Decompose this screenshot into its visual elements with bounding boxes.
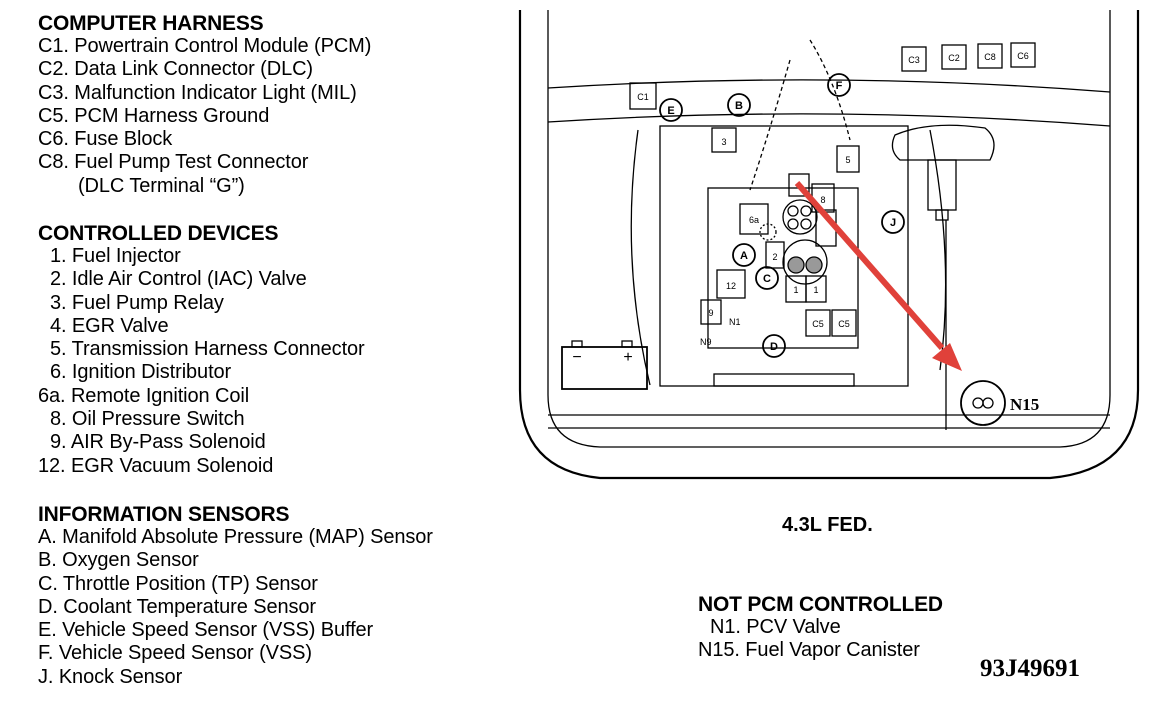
label-c1: C1 xyxy=(637,92,649,102)
vss-buffer-sensor xyxy=(659,98,683,122)
vehicle-speed-sensor xyxy=(827,73,851,97)
section-heading: CONTROLLED DEVICES xyxy=(38,222,279,245)
label-3: 3 xyxy=(721,137,726,147)
list-item: 5. Transmission Harness Connector xyxy=(50,338,365,361)
remote-ignition-coil xyxy=(739,203,769,235)
connector-c2 xyxy=(941,44,967,70)
air-duct xyxy=(891,124,995,161)
connector-c6 xyxy=(1010,42,1036,68)
fuel-vapor-canister xyxy=(960,380,1006,426)
pointer-arrow xyxy=(794,181,945,350)
list-item: C. Throttle Position (TP) Sensor xyxy=(38,572,318,595)
list-item: A. Manifold Absolute Pressure (MAP) Sens… xyxy=(38,526,433,548)
label-e: E xyxy=(667,105,674,117)
label-c3: C3 xyxy=(908,55,920,65)
label-n9: N9 xyxy=(700,337,712,347)
label-c: C xyxy=(763,273,771,285)
list-item: C2. Data Link Connector (DLC) xyxy=(38,58,313,81)
label-b: B xyxy=(735,100,743,112)
list-item: 8. Oil Pressure Switch xyxy=(50,408,245,431)
connector-c3 xyxy=(901,46,927,72)
throttle-position-sensor xyxy=(755,266,779,290)
section-heading: COMPUTER HARNESS xyxy=(38,12,264,35)
label-c8: C8 xyxy=(984,52,996,62)
list-item: (DLC Terminal “G”) xyxy=(78,174,245,197)
list-item: C1. Powertrain Control Module (PCM) xyxy=(38,35,372,57)
firewall-line xyxy=(547,113,1111,127)
ground-c5-b xyxy=(831,309,857,337)
list-item: 9. AIR By-Pass Solenoid xyxy=(50,431,266,454)
map-sensor xyxy=(732,243,756,267)
label-5: 5 xyxy=(845,155,850,165)
engine-compartment-diagram: C3 C2 C8 C6 C1 3 5 8 6a 2 12 9 1 1 C5 C5… xyxy=(518,10,1140,480)
fuel-pump-relay xyxy=(711,127,737,153)
label-n1: N1 xyxy=(729,317,741,327)
fuel-injector-2 xyxy=(805,275,827,303)
list-item: 1. Fuel Injector xyxy=(50,245,181,267)
list-item: 3. Fuel Pump Relay xyxy=(50,291,224,314)
intake-manifold xyxy=(707,187,859,349)
label-c6: C6 xyxy=(1017,51,1029,61)
label-c5a: C5 xyxy=(812,319,824,329)
list-item: E. Vehicle Speed Sensor (VSS) Buffer xyxy=(38,619,374,642)
coolant-temperature-sensor xyxy=(762,334,786,358)
inner-outline xyxy=(547,10,1111,448)
throttle-body xyxy=(782,239,828,285)
connector-c8 xyxy=(977,43,1003,69)
list-item: B. Oxygen Sensor xyxy=(38,549,199,572)
battery-minus-label: − xyxy=(572,349,581,366)
air-bypass-solenoid xyxy=(700,299,722,325)
list-item: 12. EGR Vacuum Solenoid xyxy=(38,454,274,477)
section-heading: NOT PCM CONTROLLED xyxy=(698,593,943,616)
list-item: C6. Fuse Block xyxy=(38,128,173,151)
list-item: 2. Idle Air Control (IAC) Valve xyxy=(50,268,307,291)
vehicle-outline xyxy=(518,10,1140,480)
list-item: 6. Ignition Distributor xyxy=(50,361,232,384)
list-item: N15. Fuel Vapor Canister xyxy=(698,639,920,662)
section-heading: INFORMATION SENSORS xyxy=(38,503,290,526)
label-1b: 1 xyxy=(813,285,818,295)
label-a: A xyxy=(740,250,748,262)
list-item: F. Vehicle Speed Sensor (VSS) xyxy=(38,642,312,665)
list-item: N1. PCV Valve xyxy=(710,616,841,638)
ground-c5-a xyxy=(805,309,831,337)
list-item: C5. PCM Harness Ground xyxy=(38,104,270,127)
list-item: J. Knock Sensor xyxy=(38,665,183,688)
label-c5b: C5 xyxy=(838,319,850,329)
oxygen-sensor xyxy=(727,93,751,117)
label-8: 8 xyxy=(820,195,825,205)
label-d: D xyxy=(770,341,778,353)
label-12: 12 xyxy=(726,281,736,291)
label-6a: 6a xyxy=(749,215,759,225)
label-f: F xyxy=(836,80,843,92)
list-item: C3. Malfunction Indicator Light (MIL) xyxy=(38,81,357,104)
computer-harness-section: COMPUTER HARNESS C1. Powertrain Control … xyxy=(38,12,508,198)
ignition-distributor xyxy=(782,199,818,235)
diagram-caption: 4.3L FED. xyxy=(782,514,873,536)
information-sensors-section: INFORMATION SENSORS A. Manifold Absolute… xyxy=(38,503,508,689)
knock-sensor xyxy=(881,210,905,234)
controlled-devices-section: CONTROLLED DEVICES 1. Fuel Injector 2. I… xyxy=(38,222,508,478)
connector-c1 xyxy=(629,82,657,110)
list-item: 6a. Remote Ignition Coil xyxy=(38,384,250,407)
label-2: 2 xyxy=(772,252,777,262)
list-item: C8. Fuel Pump Test Connector xyxy=(38,151,309,174)
battery-plus-label: + xyxy=(623,349,632,366)
pointer-arrowhead xyxy=(932,343,962,371)
figure-code: 93J49691 xyxy=(980,655,1080,682)
egr-vacuum-solenoid xyxy=(716,269,746,299)
list-item: D. Coolant Temperature Sensor xyxy=(38,595,316,618)
not-pcm-controlled-section: NOT PCM CONTROLLED N1. PCV Valve N15. Fu… xyxy=(698,593,943,663)
list-item: 4. EGR Valve xyxy=(50,314,169,337)
label-9: 9 xyxy=(708,308,713,318)
label-n15: N15 xyxy=(1010,395,1039,414)
label-1a: 1 xyxy=(793,285,798,295)
battery xyxy=(561,346,648,390)
label-c2: C2 xyxy=(948,53,960,63)
transmission-connector xyxy=(836,145,860,173)
label-j: J xyxy=(890,217,896,229)
